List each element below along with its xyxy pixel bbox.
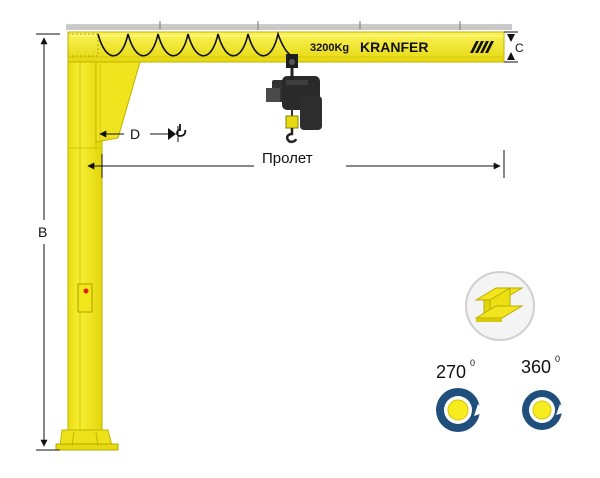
hook-block (285, 115, 299, 144)
height-label: B (38, 224, 47, 240)
rotation-270-unit: 0 (470, 358, 475, 368)
column-base (55, 429, 119, 451)
control-indicator-light (83, 288, 89, 294)
rotation-360: 360 0 (521, 354, 566, 430)
boom-height-dimension: C (504, 31, 524, 63)
rotation-270: 270 0 (436, 358, 486, 432)
boom-height-label: C (515, 41, 524, 55)
control-box (77, 283, 93, 313)
reach-label: D (130, 126, 140, 142)
rotation-270-angle: 270 (436, 362, 466, 382)
top-rail (66, 21, 512, 30)
rotation-360-unit: 0 (555, 354, 560, 364)
capacity-label: 3200Kg (310, 42, 349, 54)
rotation-360-icon (522, 390, 566, 430)
height-dimension: B (36, 33, 60, 451)
rotation-360-angle: 360 (521, 357, 551, 377)
span-label: Пролет (262, 150, 313, 167)
beam-profile-icon (465, 271, 535, 341)
rotation-270-icon (436, 388, 486, 432)
festoon-cable (97, 31, 293, 57)
span-dimension: Пролет (87, 150, 505, 178)
reach-dimension: D (99, 124, 187, 142)
brand-label: KRANFER (360, 39, 428, 55)
brand-stripes-icon (470, 41, 494, 53)
hook-icon (176, 124, 187, 137)
electric-chain-hoist-icon (266, 54, 322, 144)
crane-column (55, 33, 119, 451)
